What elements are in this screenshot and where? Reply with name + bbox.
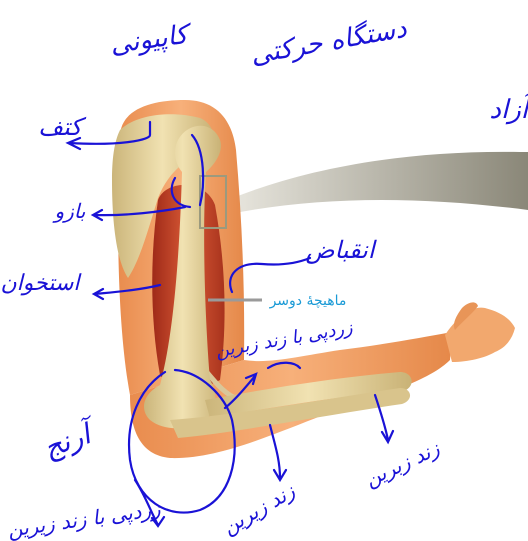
label-ulna: زند زیرین — [218, 479, 299, 540]
hand — [445, 308, 515, 362]
label-top-right: آزاد — [489, 93, 528, 125]
label-lower-left: زردپی با زند زیرین — [6, 496, 162, 541]
zoom-arrow — [228, 152, 528, 214]
label-contraction: انقباض — [305, 236, 376, 264]
biceps-label: ماهیچهٔ دوسر — [269, 293, 347, 309]
label-elbow: آرنج — [39, 414, 103, 465]
label-radius: زند زبرین — [361, 436, 443, 491]
label-top-center: دستگاه حرکتی — [248, 13, 409, 71]
label-top-left: کاپیونی — [108, 19, 195, 60]
label-shoulder: کتف — [38, 113, 86, 141]
label-humerus: استخوان — [0, 271, 82, 296]
label-arm: بازو — [52, 199, 86, 223]
ulna-arrow — [270, 425, 286, 480]
